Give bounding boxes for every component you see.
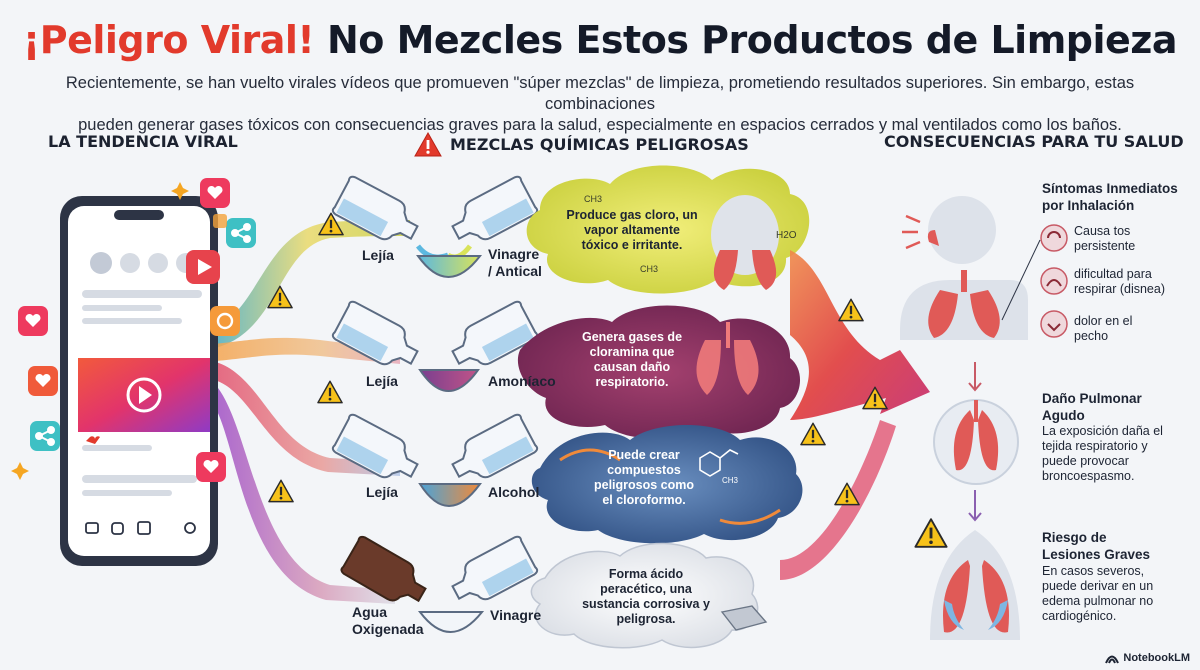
mix1-right-label: Vinagre / Antical xyxy=(488,246,542,279)
social-icons xyxy=(11,178,256,482)
phone-illustration xyxy=(60,196,218,566)
symptom-chest-pain: dolor en el pecho xyxy=(1074,314,1133,343)
mix1-left-label: Lejía xyxy=(362,247,394,263)
arrow-down-icon xyxy=(968,490,982,522)
mixture-3-illustration xyxy=(330,412,540,507)
mix3-left-label: Lejía xyxy=(366,484,398,500)
section-dangerous-mixtures-label: MEZCLAS QUÍMICAS PELIGROSAS xyxy=(450,135,749,154)
warning-icon xyxy=(317,380,343,404)
intro-paragraph: Recientemente, se han vuelto virales víd… xyxy=(30,73,1170,136)
cloud-chlorine xyxy=(526,165,810,294)
page-title: ¡Peligro Viral! No Mezcles Estos Product… xyxy=(0,18,1200,62)
warning-icon xyxy=(414,132,442,157)
chem-label-ch3: CH3 xyxy=(640,264,659,274)
brand-watermark: NotebookLM xyxy=(1105,652,1190,664)
severe-risk-title: Riesgo de Lesiones Graves xyxy=(1042,530,1151,562)
severe-lung-illustration xyxy=(930,530,1020,640)
effect-chloroform: Puede crear compuestos peligrosos como e… xyxy=(593,448,695,507)
title-warning: ¡Peligro Viral! xyxy=(22,18,315,62)
mixture-4-illustration xyxy=(340,534,540,633)
warning-icon xyxy=(914,518,948,548)
section-health-consequences: CONSECUENCIAS PARA TU SALUD xyxy=(884,132,1184,151)
immediate-symptoms-title: Síntomas Inmediatos por Inhalación xyxy=(1042,181,1178,213)
effect-chlorine: Produce gas cloro, un vapor altamente tó… xyxy=(566,208,698,252)
acute-damage-title: Daño Pulmonar Agudo xyxy=(1042,391,1142,423)
title-main: No Mezcles Estos Productos de Limpieza xyxy=(326,18,1178,62)
symptom-dyspnea: dificultad para respirar (disnea) xyxy=(1074,267,1166,296)
section-viral-trend: LA TENDENCIA VIRAL xyxy=(48,132,238,151)
warning-icon xyxy=(838,298,864,322)
effect-peracetic: Forma ácido peracético, una sustancia co… xyxy=(582,567,710,626)
mix4-right-label: Vinagre xyxy=(490,607,542,623)
cloud-chloroform xyxy=(531,425,803,544)
mixture-1-illustration xyxy=(330,174,540,278)
severe-risk-body: En casos severos, puede derivar en un ed… xyxy=(1042,564,1154,623)
cloud-chloramine xyxy=(517,305,801,439)
acute-damage-body: La exposición daña el tejida respiratori… xyxy=(1042,424,1163,483)
intro-line-2: pueden generar gases tóxicos con consecu… xyxy=(78,116,1122,134)
mix4-left-label: Agua Oxigenada xyxy=(352,604,424,637)
notebooklm-logo-icon xyxy=(1105,655,1120,664)
mixture-2-illustration xyxy=(330,299,540,392)
arrow-down-icon xyxy=(968,362,982,392)
acute-lung-illustration xyxy=(933,399,1019,485)
section-dangerous-mixtures: MEZCLAS QUÍMICAS PELIGROSAS xyxy=(414,132,749,157)
person-inhalation-illustration xyxy=(900,196,1028,340)
chem-label-h2o: H2O xyxy=(776,230,797,241)
cloud-peracetic xyxy=(530,542,768,649)
symptom-icons xyxy=(1001,224,1068,338)
warning-icon xyxy=(800,422,826,446)
symptom-cough: Causa tos persistente xyxy=(1074,224,1136,253)
intro-line-1: Recientemente, se han vuelto virales víd… xyxy=(65,74,1135,113)
mix2-right-label: Amoníaco xyxy=(488,373,556,389)
warning-icon xyxy=(268,479,294,503)
flow-arrow xyxy=(780,250,930,580)
effect-chloramine: Genera gases de cloramina que causan dañ… xyxy=(581,330,683,389)
chem-label-ch3: CH3 xyxy=(584,194,603,204)
mix3-right-label: Alcohol xyxy=(488,484,540,500)
chem-label-ch3: CH3 xyxy=(722,476,739,485)
mix2-left-label: Lejía xyxy=(366,373,398,389)
